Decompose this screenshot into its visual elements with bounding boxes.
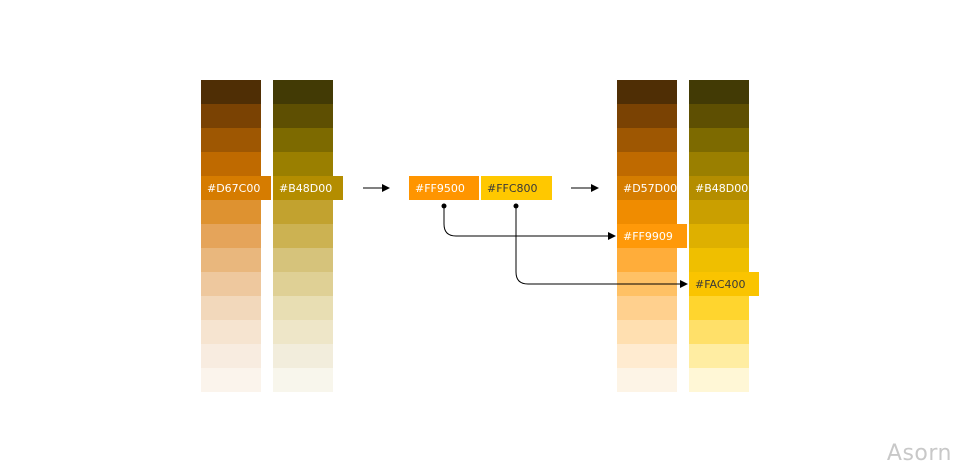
source-palettes: #D67C00 #B48D00 <box>201 80 343 392</box>
result-yellow-swatch-13 <box>689 368 749 392</box>
result-yellow-swatch-8 <box>689 248 749 272</box>
result-yellow-swatch-7 <box>689 224 749 248</box>
source-yellow-highlight-box <box>273 176 343 200</box>
source-orange-swatch-6 <box>201 200 261 224</box>
result-orange-swatch-12 <box>617 344 677 368</box>
source-yellow-swatch-1 <box>273 80 333 104</box>
result-orange-extra-label: #FF9909 <box>623 230 673 243</box>
source-yellow-swatch-6 <box>273 200 333 224</box>
source-orange-swatch-13 <box>201 368 261 392</box>
source-orange-swatch-7 <box>201 224 261 248</box>
result-yellow-swatch-5 <box>689 176 749 200</box>
middle-swatches: #FF9500 #FFC800 <box>409 176 552 200</box>
result-yellow-extra-label: #FAC400 <box>695 278 746 291</box>
source-yellow-swatch-8 <box>273 248 333 272</box>
source-yellow-swatch-12 <box>273 344 333 368</box>
source-yellow-swatch-7 <box>273 224 333 248</box>
source-orange-swatch-12 <box>201 344 261 368</box>
result-yellow-highlight-label: #B48D00 <box>695 182 748 195</box>
result-orange-swatch-5 <box>617 176 677 200</box>
source-yellow-highlight-label: #B48D00 <box>279 182 332 195</box>
result-yellow-swatch-4 <box>689 152 749 176</box>
source-orange-highlight-label: #D67C00 <box>207 182 260 195</box>
result-orange-swatch-11 <box>617 320 677 344</box>
source-orange-swatch-8 <box>201 248 261 272</box>
watermark-text: Asorn <box>886 441 952 466</box>
result-yellow-swatch-10 <box>689 296 749 320</box>
source-orange-swatch-1 <box>201 80 261 104</box>
result-yellow-swatch-6 <box>689 200 749 224</box>
source-orange-swatch-9 <box>201 272 261 296</box>
result-yellow-swatch-1 <box>689 80 749 104</box>
result-orange-swatch-10 <box>617 296 677 320</box>
middle-swatch-1-label: #FF9500 <box>415 182 465 195</box>
source-yellow-swatch-9 <box>273 272 333 296</box>
middle-swatch-2-box <box>481 176 552 200</box>
result-yellow-swatch-3 <box>689 128 749 152</box>
result-yellow-swatch-2 <box>689 104 749 128</box>
connector-arrows <box>363 184 688 288</box>
source-yellow-swatch-10 <box>273 296 333 320</box>
source-orange-highlight-box <box>201 176 271 200</box>
source-yellow-swatch-3 <box>273 128 333 152</box>
connector-orange <box>443 206 616 240</box>
result-orange-highlight-label: #D57D00 <box>623 182 677 195</box>
result-orange-swatch-1 <box>617 80 677 104</box>
result-orange-swatch-3 <box>617 128 677 152</box>
result-palettes: #D57D00 #FF9909 #B48D00 #FAC400 <box>617 80 759 392</box>
source-orange-swatch-3 <box>201 128 261 152</box>
source-yellow-swatch-13 <box>273 368 333 392</box>
result-orange-swatch-13 <box>617 368 677 392</box>
result-orange-swatch-8 <box>617 248 677 272</box>
result-orange-extra-box <box>617 224 687 248</box>
result-orange-swatch-4 <box>617 152 677 176</box>
result-orange-swatch-2 <box>617 104 677 128</box>
source-orange-swatch-2 <box>201 104 261 128</box>
result-yellow-extra-box <box>689 272 759 296</box>
result-orange-swatch-6 <box>617 200 677 224</box>
source-orange-swatch-11 <box>201 320 261 344</box>
middle-swatch-2-label: #FFC800 <box>487 182 538 195</box>
source-yellow-swatch-11 <box>273 320 333 344</box>
result-yellow-swatch-11 <box>689 320 749 344</box>
source-yellow-swatch-2 <box>273 104 333 128</box>
source-orange-swatch-10 <box>201 296 261 320</box>
source-orange-swatch-4 <box>201 152 261 176</box>
connector-yellow <box>515 206 688 288</box>
result-yellow-swatch-12 <box>689 344 749 368</box>
middle-swatch-1-box <box>409 176 479 200</box>
source-yellow-swatch-4 <box>273 152 333 176</box>
